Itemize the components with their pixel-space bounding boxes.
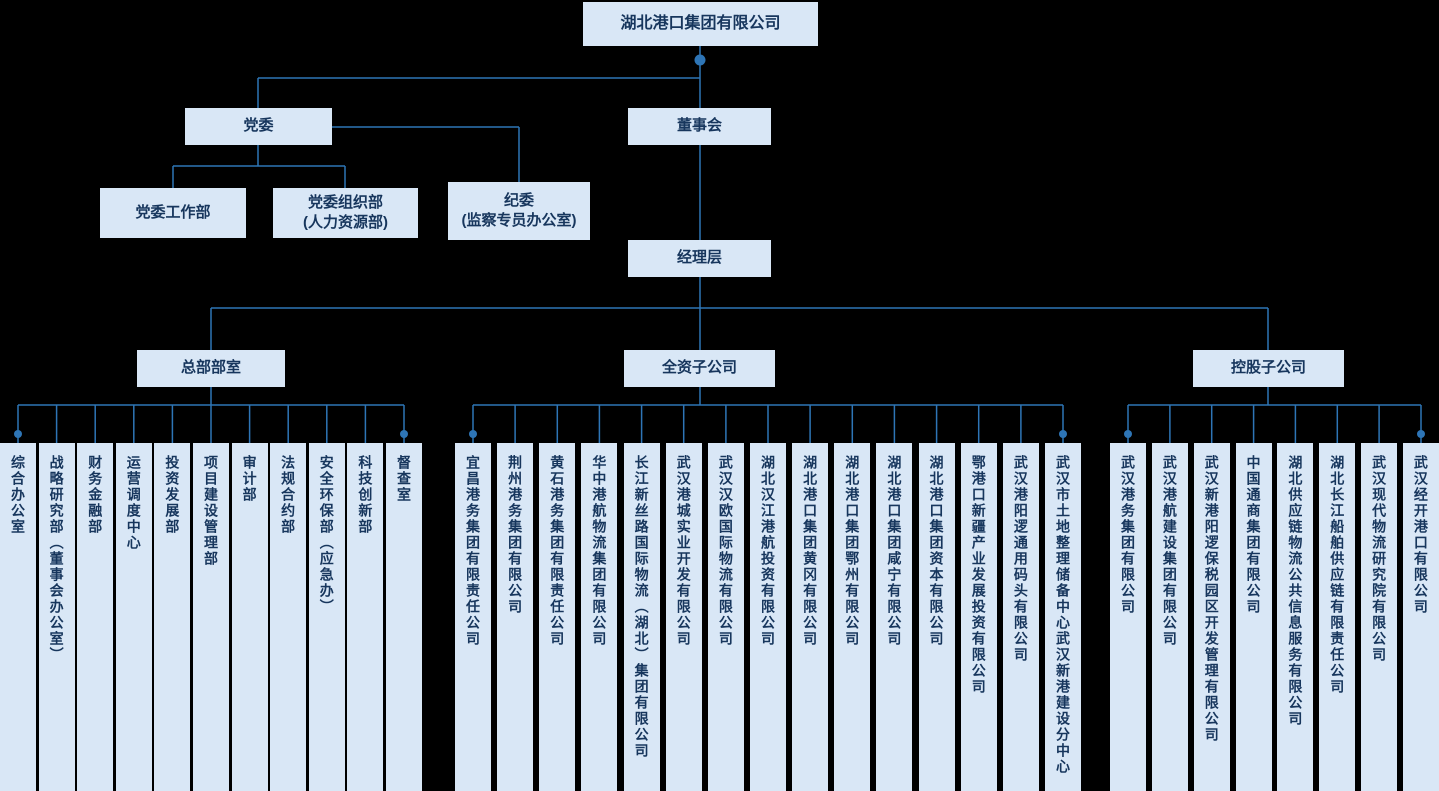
wholly-owned-subsidiary-label: 长江新丝路国际物流（湖北）集团有限公司 (633, 455, 650, 759)
node-holding-subsidiaries: 控股子公司 (1193, 350, 1344, 387)
hq-department-label: 项目建设管理部 (202, 455, 219, 567)
hq-department-node: 运营调度中心 (115, 443, 152, 791)
hq-department-label: 法规合约部 (280, 455, 297, 535)
wholly-owned-subsidiary-label: 湖北港口集团咸宁有限公司 (886, 455, 903, 647)
node-hq-departments: 总部部室 (137, 350, 285, 387)
holding-subsidiary-label: 武汉港航建设集团有限公司 (1161, 455, 1178, 647)
wholly-left-dot (469, 430, 477, 438)
wholly-owned-subsidiary-node: 荆州港务集团有限公司 (497, 443, 534, 791)
root-junction-dot (694, 54, 706, 66)
wholly-owned-subsidiary-label: 湖北港口集团黄冈有限公司 (802, 455, 819, 647)
wholly-owned-subsidiary-label: 华中港航物流集团有限公司 (591, 455, 608, 647)
wholly-owned-branch-lines (472, 387, 1064, 443)
holding-subsidiary-label: 武汉新港阳逻保税园区开发管理有限公司 (1203, 455, 1220, 743)
hq-department-node: 审计部 (231, 443, 268, 791)
wholly-owned-subsidiary-label: 黄石港务集团有限责任公司 (549, 455, 566, 647)
hq-department-label: 审计部 (241, 455, 258, 503)
wholly-owned-subsidiary-node: 华中港航物流集团有限公司 (581, 443, 618, 791)
wholly-owned-subsidiary-label: 湖北汉江港航投资有限公司 (759, 455, 776, 647)
group-wholly-owned-subsidiaries: 宜昌港务集团有限责任公司 荆州港务集团有限公司 黄石港务集团有限责任公司 华中港… (455, 443, 1081, 791)
hq-left-dot (14, 430, 22, 438)
wholly-owned-subsidiary-node: 武汉港阳逻通用码头有限公司 (1002, 443, 1039, 791)
holding-subsidiary-label: 湖北供应链物流公共信息服务有限公司 (1287, 455, 1304, 727)
hq-department-node: 综合办公室 (0, 443, 36, 791)
hq-department-node: 战略研究部（董事会办公室） (38, 443, 75, 791)
wholly-owned-subsidiary-label: 鄂港口新疆产业发展投资有限公司 (970, 455, 987, 695)
wholly-owned-subsidiary-node: 湖北港口集团资本有限公司 (918, 443, 955, 791)
holding-subsidiary-label: 湖北长江船舶供应链有限责任公司 (1329, 455, 1346, 695)
node-party-org-dept-line2: (人力资源部) (303, 214, 388, 231)
wholly-owned-subsidiary-label: 荆州港务集团有限公司 (507, 455, 524, 615)
node-discipline-line1: 纪委 (503, 191, 534, 209)
group-holding-subsidiaries: 武汉港务集团有限公司 武汉港航建设集团有限公司 武汉新港阳逻保税园区开发管理有限… (1110, 443, 1439, 791)
wholly-owned-subsidiary-node: 湖北港口集团咸宁有限公司 (876, 443, 913, 791)
node-wholly-owned-subsidiaries: 全资子公司 (624, 350, 775, 387)
node-discipline-line2: (监察专员办公室) (461, 212, 577, 229)
holding-branch-lines (1127, 387, 1422, 443)
holding-subsidiary-node: 湖北供应链物流公共信息服务有限公司 (1277, 443, 1314, 791)
holding-subsidiary-node: 武汉现代物流研究院有限公司 (1361, 443, 1398, 791)
hq-department-node: 项目建设管理部 (192, 443, 229, 791)
holding-subsidiary-label: 武汉经开港口有限公司 (1412, 455, 1429, 615)
hq-department-label: 财务金融部 (87, 455, 104, 535)
holding-subsidiary-node: 武汉新港阳逻保税园区开发管理有限公司 (1193, 443, 1230, 791)
hq-department-label: 投资发展部 (164, 455, 181, 535)
hq-department-label: 科技创新部 (357, 455, 374, 535)
node-party-org-dept: 党委组织部 (人力资源部) (273, 188, 418, 238)
wholly-owned-subsidiary-node: 湖北汉江港航投资有限公司 (749, 443, 786, 791)
holding-subsidiary-label: 中国通商集团有限公司 (1245, 455, 1262, 615)
hq-right-dot (400, 430, 408, 438)
wholly-owned-subsidiary-label: 武汉市土地整理储备中心武汉新港建设分中心 (1054, 455, 1071, 775)
wholly-owned-subsidiary-node: 宜昌港务集团有限责任公司 (455, 443, 491, 791)
holding-left-dot (1124, 430, 1132, 438)
node-party-committee: 党委 (185, 108, 332, 145)
hq-department-label: 综合办公室 (10, 455, 26, 535)
hq-department-node: 投资发展部 (154, 443, 191, 791)
holding-subsidiary-node: 武汉港航建设集团有限公司 (1151, 443, 1188, 791)
upper-tree-lines (172, 46, 1269, 350)
wholly-right-dot (1059, 430, 1067, 438)
holding-subsidiary-label: 武汉现代物流研究院有限公司 (1371, 455, 1388, 663)
wholly-owned-subsidiary-node: 湖北港口集团鄂州有限公司 (834, 443, 871, 791)
wholly-owned-subsidiary-node: 黄石港务集团有限责任公司 (539, 443, 576, 791)
hq-department-node: 安全环保部（应急办） (308, 443, 345, 791)
wholly-owned-subsidiary-label: 武汉港阳逻通用码头有限公司 (1012, 455, 1029, 663)
wholly-owned-subsidiary-node: 武汉港城实业开发有限公司 (665, 443, 702, 791)
node-discipline-committee: 纪委 (监察专员办公室) (448, 182, 590, 240)
wholly-owned-subsidiary-label: 湖北港口集团鄂州有限公司 (844, 455, 861, 647)
hq-department-node: 督查室 (385, 443, 422, 791)
hq-department-label: 战略研究部（董事会办公室） (48, 455, 65, 663)
holding-subsidiary-label: 武汉港务集团有限公司 (1120, 455, 1136, 615)
node-party-work-dept: 党委工作部 (100, 188, 246, 238)
holding-subsidiary-node: 武汉经开港口有限公司 (1402, 443, 1439, 791)
holding-subsidiary-node: 湖北长江船舶供应链有限责任公司 (1319, 443, 1356, 791)
wholly-owned-subsidiary-label: 武汉港城实业开发有限公司 (675, 455, 692, 647)
holding-right-dot (1417, 430, 1425, 438)
wholly-owned-subsidiary-node: 武汉汉欧国际物流有限公司 (707, 443, 744, 791)
wholly-owned-subsidiary-node: 湖北港口集团黄冈有限公司 (792, 443, 829, 791)
hq-department-node: 法规合约部 (270, 443, 307, 791)
wholly-owned-subsidiary-node: 武汉市土地整理储备中心武汉新港建设分中心 (1044, 443, 1081, 791)
wholly-owned-subsidiary-label: 武汉汉欧国际物流有限公司 (717, 455, 734, 647)
wholly-owned-subsidiary-node: 鄂港口新疆产业发展投资有限公司 (960, 443, 997, 791)
node-party-org-dept-line1: 党委组织部 (307, 193, 383, 211)
hq-department-label: 督查室 (395, 455, 412, 503)
hq-department-node: 科技创新部 (347, 443, 384, 791)
wholly-owned-subsidiary-node: 长江新丝路国际物流（湖北）集团有限公司 (623, 443, 660, 791)
group-hq-departments: 综合办公室 战略研究部（董事会办公室） 财务金融部 运营调度中心 投资发展部 项… (0, 443, 422, 791)
hq-branch-lines (17, 387, 405, 443)
hq-department-label: 运营调度中心 (125, 455, 142, 551)
holding-subsidiary-node: 武汉港务集团有限公司 (1110, 443, 1146, 791)
node-management-layer: 经理层 (628, 240, 771, 277)
wholly-owned-subsidiary-label: 湖北港口集团资本有限公司 (928, 455, 945, 647)
holding-subsidiary-node: 中国通商集团有限公司 (1235, 443, 1272, 791)
hq-department-label: 安全环保部（应急办） (318, 455, 335, 615)
wholly-owned-subsidiary-label: 宜昌港务集团有限责任公司 (465, 455, 481, 647)
node-board-of-directors: 董事会 (628, 108, 771, 145)
hq-department-node: 财务金融部 (77, 443, 114, 791)
node-root-company: 湖北港口集团有限公司 (583, 2, 818, 46)
